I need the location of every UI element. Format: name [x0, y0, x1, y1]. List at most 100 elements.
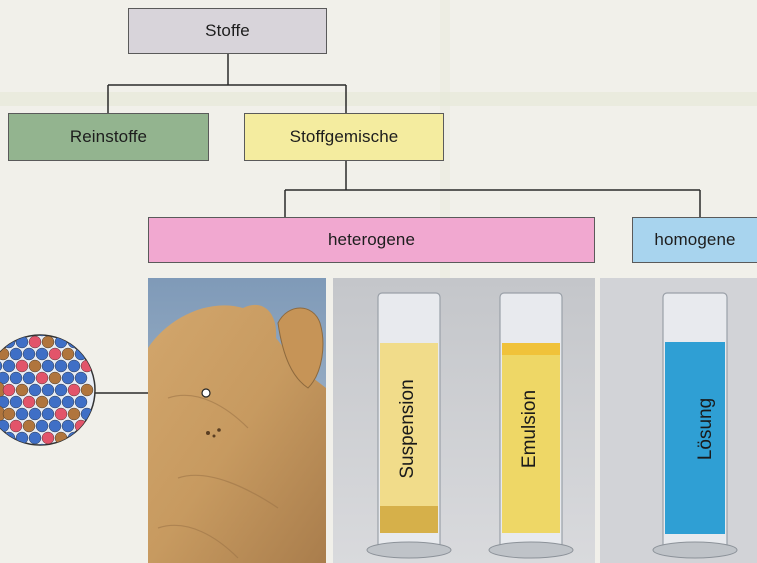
particle	[49, 324, 61, 336]
particle	[29, 408, 41, 420]
particle	[16, 360, 28, 372]
node-stoffgemische-label: Stoffgemische	[290, 127, 399, 147]
particle	[36, 372, 48, 384]
particle	[3, 456, 15, 468]
particle	[36, 348, 48, 360]
node-stoffe-label: Stoffe	[205, 21, 250, 41]
particle	[36, 324, 48, 336]
solution-photo	[600, 278, 757, 563]
node-stoffe: Stoffe	[128, 8, 327, 54]
particle	[49, 396, 61, 408]
particle	[55, 360, 67, 372]
particle	[75, 324, 87, 336]
particle	[81, 408, 93, 420]
particle	[42, 336, 54, 348]
label-emulsion: Emulsion	[519, 369, 541, 489]
particle	[62, 396, 74, 408]
particle	[23, 420, 35, 432]
particle	[16, 408, 28, 420]
node-heterogene: heterogene	[148, 217, 595, 263]
particle	[62, 420, 74, 432]
particle	[62, 444, 74, 456]
particle	[68, 456, 80, 468]
particle	[75, 372, 87, 384]
particle	[0, 336, 2, 348]
particle	[68, 408, 80, 420]
node-heterogene-label: heterogene	[328, 230, 415, 250]
particle	[3, 432, 15, 444]
particle	[10, 396, 22, 408]
particle	[62, 372, 74, 384]
particle	[10, 372, 22, 384]
label-loesung: Lösung	[695, 369, 717, 489]
granite-rock-image	[148, 278, 326, 563]
particle	[0, 456, 2, 468]
particle	[36, 420, 48, 432]
particle	[23, 348, 35, 360]
particle	[3, 408, 15, 420]
label-suspension: Suspension	[397, 369, 419, 489]
particle	[3, 336, 15, 348]
particle	[23, 396, 35, 408]
particle	[49, 444, 61, 456]
particle	[23, 444, 35, 456]
particle	[36, 444, 48, 456]
particle	[49, 420, 61, 432]
particle	[0, 432, 2, 444]
granite-photo	[148, 278, 326, 563]
particle	[10, 420, 22, 432]
particle	[49, 348, 61, 360]
particle	[55, 408, 67, 420]
particle	[10, 444, 22, 456]
particle	[81, 432, 93, 444]
particle	[0, 324, 9, 336]
cylinder-emulsion-top-layer	[502, 343, 560, 355]
particle	[55, 336, 67, 348]
node-reinstoffe: Reinstoffe	[8, 113, 209, 161]
particle	[29, 336, 41, 348]
particle	[55, 456, 67, 468]
particle	[42, 384, 54, 396]
particle	[29, 432, 41, 444]
particle	[10, 324, 22, 336]
particle	[29, 456, 41, 468]
particle	[55, 384, 67, 396]
particle	[29, 384, 41, 396]
particle	[81, 384, 93, 396]
particle	[49, 372, 61, 384]
cylinders-photo	[333, 278, 595, 563]
node-stoffgemische: Stoffgemische	[244, 113, 444, 161]
particle	[0, 444, 9, 456]
node-homogene: homogene	[632, 217, 757, 263]
particle	[23, 372, 35, 384]
measuring-cylinders-image	[333, 278, 595, 563]
particle	[81, 360, 93, 372]
particle	[42, 456, 54, 468]
particle	[42, 408, 54, 420]
solution-cylinder-image	[600, 278, 757, 563]
particle	[75, 396, 87, 408]
particle	[81, 336, 93, 348]
particle	[29, 360, 41, 372]
particle	[62, 348, 74, 360]
particle	[16, 384, 28, 396]
cylinder-suspension-sediment	[380, 506, 438, 533]
particle	[10, 348, 22, 360]
particle	[36, 396, 48, 408]
particle	[68, 360, 80, 372]
particle	[75, 444, 87, 456]
particle	[3, 384, 15, 396]
particle	[42, 360, 54, 372]
particle	[68, 384, 80, 396]
particle	[62, 324, 74, 336]
model-pointer-dot	[202, 389, 210, 397]
particle	[23, 324, 35, 336]
node-homogene-label: homogene	[654, 230, 735, 250]
particle	[3, 360, 15, 372]
particle	[16, 456, 28, 468]
particle-model	[0, 300, 100, 480]
node-reinstoffe-label: Reinstoffe	[70, 127, 147, 147]
particle	[42, 432, 54, 444]
particle	[81, 456, 93, 468]
